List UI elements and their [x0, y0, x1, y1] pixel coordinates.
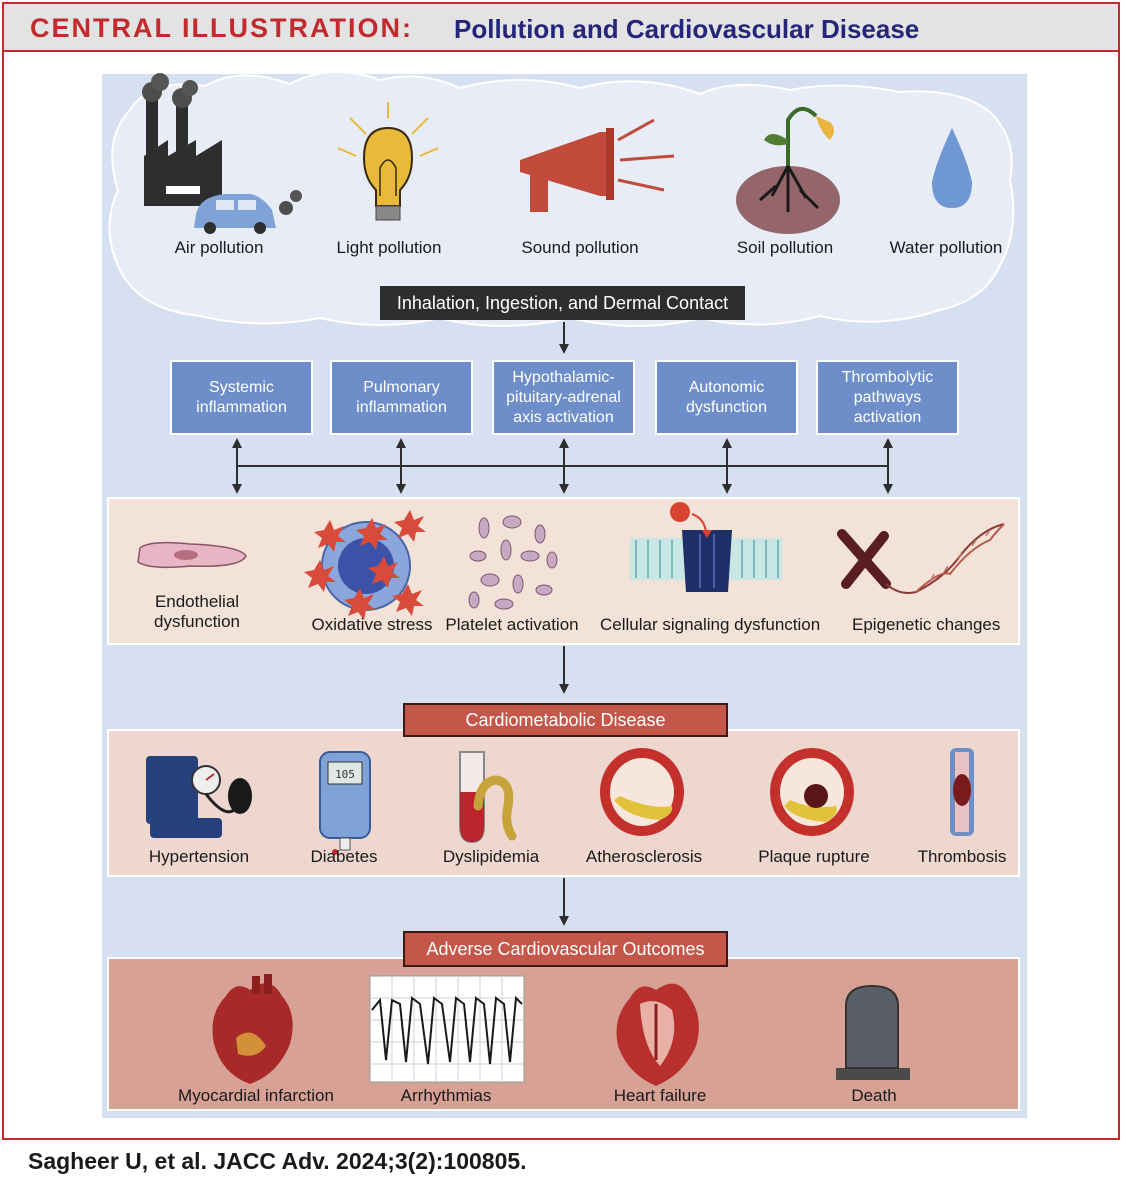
header-bar: CENTRAL ILLUSTRATION: Pollution and Card…: [2, 2, 1120, 52]
glucometer-icon: 105: [319, 751, 371, 855]
sound-pollution-label: Sound pollution: [521, 238, 639, 257]
death-label: Death: [851, 1086, 897, 1105]
cellular-effects-band: [107, 497, 1020, 645]
mechanism-connectors: [232, 438, 893, 494]
epigenetic-changes-label: Epigenetic changes: [852, 615, 1001, 634]
blood-pressure-cuff-icon: [146, 756, 252, 838]
light-bulb-icon: [337, 102, 439, 221]
heart-failure-label: Heart failure: [613, 1086, 707, 1105]
ecg-strip-icon: [369, 975, 525, 1083]
water-pollution-label: Water pollution: [889, 238, 1003, 257]
illustration-title: Pollution and Cardiovascular Disease: [454, 14, 920, 44]
outcomes-title-box: Adverse Cardiovascular Outcomes: [403, 931, 728, 967]
air-pollution-label: Air pollution: [174, 238, 264, 257]
factory-car-icon: [142, 73, 302, 234]
plaque-rupture-label: Plaque rupture: [758, 847, 870, 866]
glucometer-reading: 105: [335, 768, 355, 781]
cellular-signaling-dysfunction-label: Cellular signaling dysfunction: [600, 615, 821, 634]
cardiometabolic-title-box: Cardiometabolic Disease: [403, 703, 728, 737]
thrombosed-vessel-icon: [950, 748, 974, 836]
connector-5: [883, 438, 893, 494]
light-pollution-label: Light pollution: [336, 238, 442, 257]
tombstone-icon: [836, 984, 910, 1080]
atherosclerosis-label: Atherosclerosis: [585, 847, 703, 866]
artery-plaque-icon: [600, 748, 684, 836]
soil-pollution-label: Soil pollution: [736, 238, 834, 257]
connector-4: [722, 438, 732, 494]
ruptured-plaque-icon: [770, 748, 854, 836]
hypertension-label: Hypertension: [148, 847, 250, 866]
citation: Sagheer U, et al. JACC Adv. 2024;3(2):10…: [28, 1148, 527, 1174]
megaphone-icon: [520, 118, 675, 212]
test-tube-icon: [459, 751, 517, 844]
chromosome-dna-icon: [837, 523, 1005, 594]
water-drop-icon: [932, 128, 972, 208]
wilting-plant-icon: [736, 107, 840, 234]
heart-infarction-icon: [212, 974, 293, 1084]
heart-failure-icon: [616, 983, 699, 1086]
connector-2: [396, 438, 406, 494]
platelet-icon: [468, 515, 558, 610]
connector-3: [559, 438, 569, 494]
dyslipidemia-label: Dyslipidemia: [442, 847, 540, 866]
diabetes-label: Diabetes: [310, 847, 378, 866]
illustration-label: CENTRAL ILLUSTRATION:: [30, 13, 413, 43]
exposure-routes-box: Inhalation, Ingestion, and Dermal Contac…: [380, 286, 745, 320]
oxidative-stress-label: Oxidative stress: [311, 615, 433, 634]
connector-1: [232, 438, 242, 494]
arrhythmias-label: Arrhythmias: [400, 1086, 492, 1105]
myocardial-infarction-label: Myocardial infarction: [178, 1086, 334, 1105]
figure-frame: [2, 2, 1120, 1140]
endothelial-cell-icon: [137, 541, 247, 569]
thrombosis-label: Thrombosis: [917, 847, 1007, 866]
oxidative-stress-icon: [304, 510, 426, 620]
cell-membrane-icon: [630, 502, 782, 592]
platelet-activation-label: Platelet activation: [445, 615, 579, 634]
